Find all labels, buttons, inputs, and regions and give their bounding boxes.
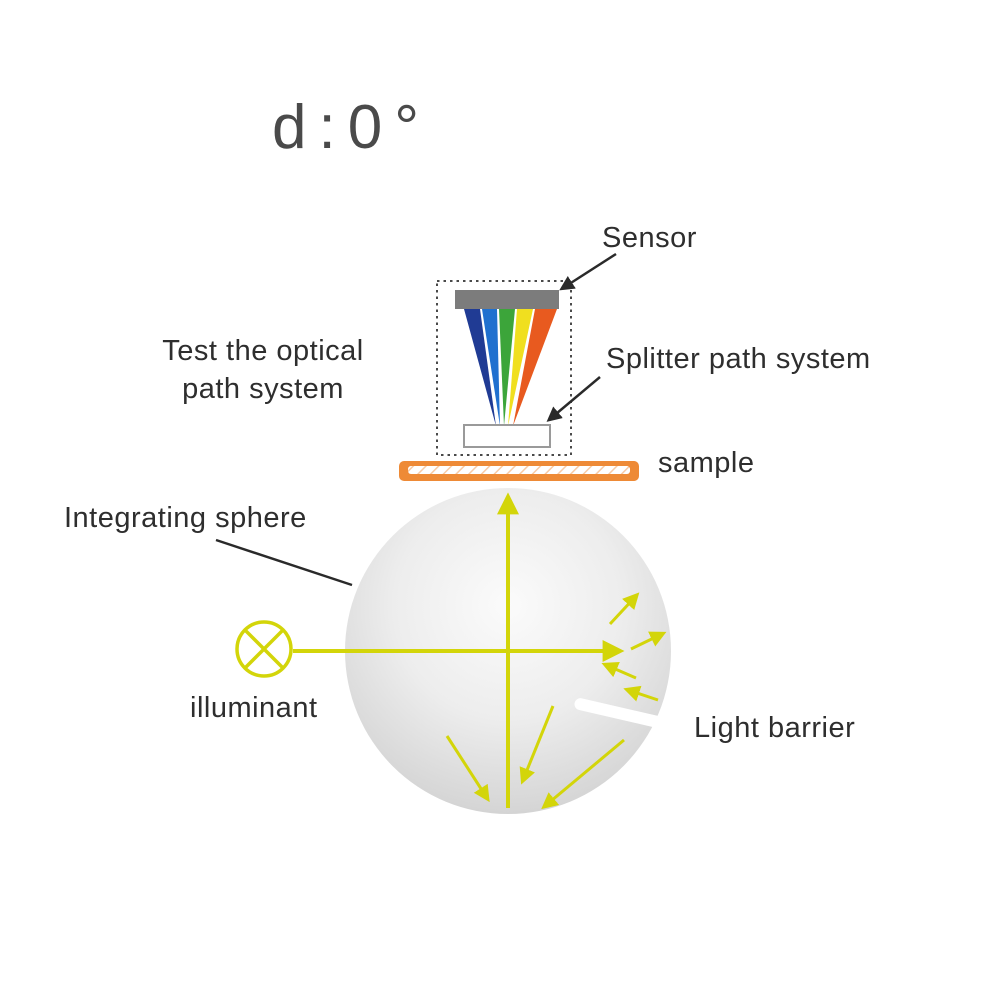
beam-green: [499, 309, 515, 426]
test-optical-path-label: Test the optical path system: [145, 332, 381, 408]
beam-darkblue: [464, 309, 496, 426]
sensor-bar: [455, 290, 559, 309]
splitter-box: [463, 424, 551, 448]
light-barrier-bar: [574, 698, 667, 729]
diffuse-ray-2: [519, 705, 555, 785]
splitter-pointer-arrow: [546, 376, 601, 422]
illuminant-icon: [235, 620, 293, 678]
scatter-ray-2: [630, 631, 667, 651]
beam-red: [513, 309, 557, 426]
optical-path-dotted-box: [436, 280, 572, 456]
sensor-label: Sensor: [602, 222, 697, 254]
beam-blue: [482, 309, 500, 426]
diagram-title: d:0°: [272, 93, 431, 162]
sample-bar: [399, 461, 639, 481]
scatter-ray-1: [608, 592, 640, 626]
light-barrier-label: Light barrier: [694, 712, 856, 744]
integrating-sphere-label: Integrating sphere: [64, 502, 307, 534]
sample-label: sample: [658, 447, 755, 479]
test-optical-path-line2: path system: [182, 373, 344, 405]
splitter-label: Splitter path system: [606, 343, 871, 375]
dispersed-beams: [464, 309, 557, 426]
illuminant-label: illuminant: [190, 692, 318, 724]
sample-bar-inner-stripe: [408, 466, 630, 474]
illuminant-cross-2: [243, 628, 285, 670]
scatter-ray-4: [623, 685, 659, 702]
diffuse-ray-1: [445, 735, 490, 803]
scatter-ray-3: [601, 662, 637, 680]
sensor-pointer-arrow: [559, 252, 617, 291]
illuminant-circle: [235, 620, 293, 678]
diffuse-ray-3: [541, 738, 625, 810]
test-optical-path-line1: Test the optical: [162, 335, 364, 367]
beam-yellow: [508, 309, 533, 426]
integrating-sphere-leader-line: [215, 538, 353, 587]
